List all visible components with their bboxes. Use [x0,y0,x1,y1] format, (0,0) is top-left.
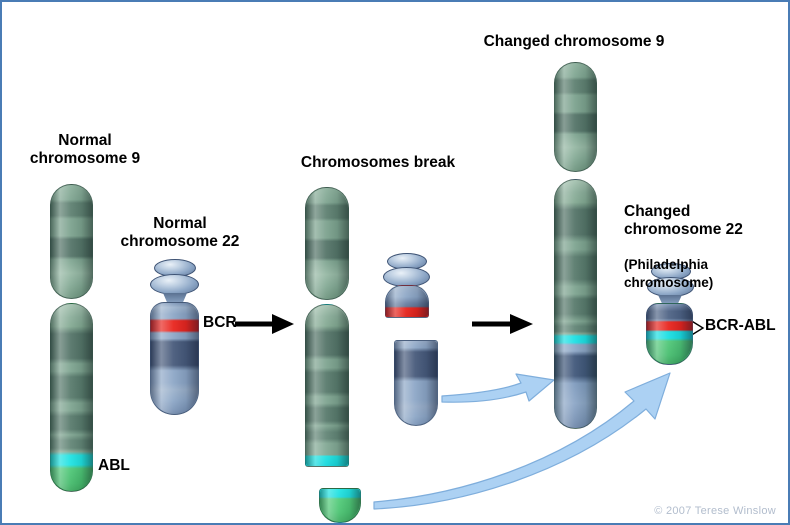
label-philadelphia-chromosome: (Philadelphia chromosome) [624,257,714,291]
bcr-abl-pointer-icon [689,319,705,337]
chromosome-22-normal-centromere [163,293,187,304]
step-arrow-2-icon [472,314,533,334]
flow-arrow-to-philadelphia-icon [373,372,671,510]
step-arrow-1-icon [235,314,294,334]
chromosome-9-normal-p-arm [50,184,93,299]
label-chromosomes-break: Chromosomes break [300,154,456,171]
chromosome-9-break-p-arm [305,187,349,300]
copyright-notice: © 2007 Terese Winslow [654,505,776,517]
chromosome-9-broken-abl-fragment [319,488,361,523]
label-bcr-gene: BCR [203,314,237,331]
chromosome-9-normal-q-arm [50,303,93,492]
chromosome-22-broken-bcr-fragment [385,285,429,318]
label-normal-chromosome-9: Normal chromosome 9 [29,132,141,167]
chromosome-22-broken-lower-fragment [394,340,438,426]
philadelphia-chromosome-body-bcr-abl-fusion [646,303,693,365]
label-changed-chromosome-9: Changed chromosome 9 [483,33,665,50]
chromosome-22-normal-p-arm [150,274,199,295]
label-changed-chromosome-22-main: Changed chromosome 22 [624,202,743,238]
flow-arrow-to-changed9-icon [441,373,555,403]
label-normal-chromosome-22: Normal chromosome 22 [120,215,240,250]
chromosome-9-changed-p-arm [554,62,597,172]
label-changed-chromosome-22: Changed chromosome 22 (Philadelphia chro… [624,185,788,292]
philadelphia-chromosome-centromere [658,295,682,305]
chromosome-22-break-p-arm [383,267,430,287]
chromosome-9-break-q-arm [305,304,349,467]
label-bcr-abl-fusion-gene: BCR-ABL [705,317,776,334]
chromosome-22-normal-q-arm [150,302,199,415]
label-abl-gene: ABL [98,457,130,474]
chromosome-9-changed-q-arm-with-chr22-segment [554,179,597,429]
